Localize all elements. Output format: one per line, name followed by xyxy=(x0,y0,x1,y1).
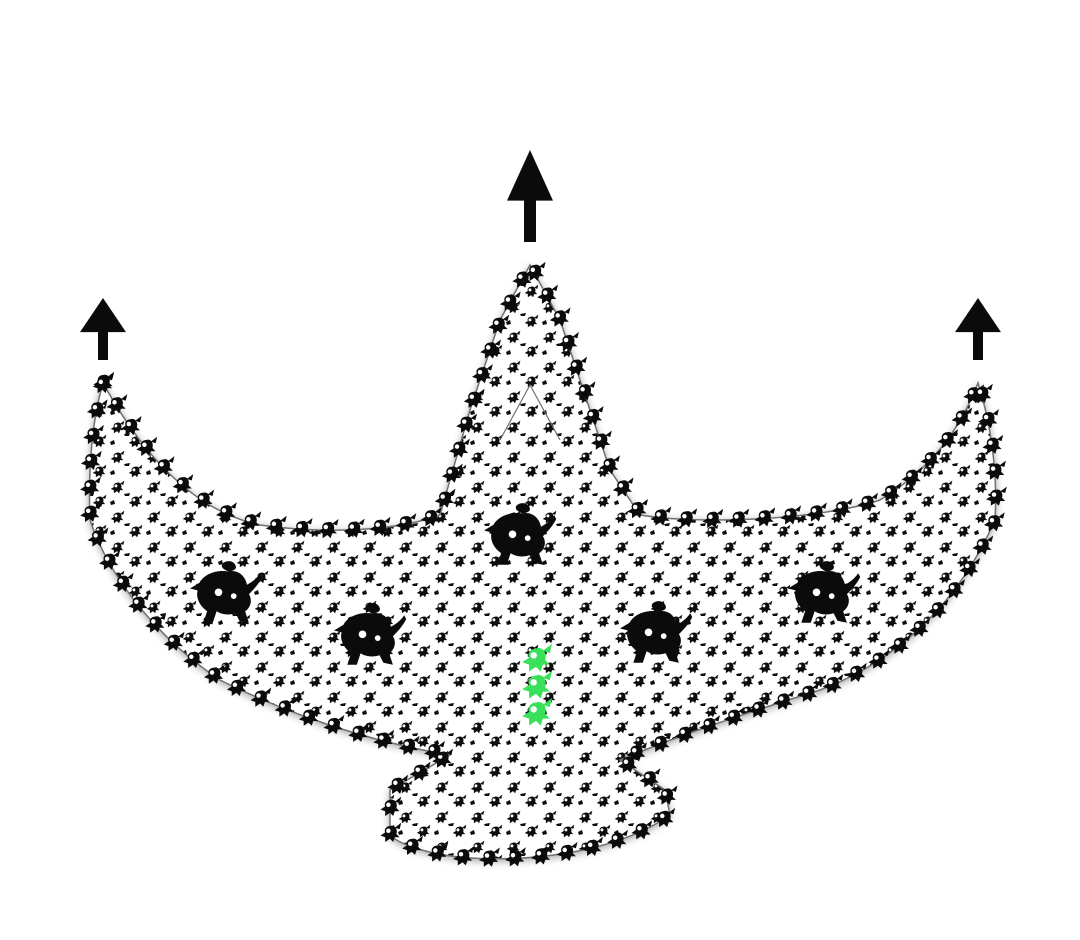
up-arrow-icon xyxy=(955,298,1001,360)
growth-arrows xyxy=(80,150,1001,360)
up-arrow-icon xyxy=(80,298,126,360)
spire-inner-outline xyxy=(499,383,561,441)
up-arrow-icon xyxy=(507,150,553,242)
